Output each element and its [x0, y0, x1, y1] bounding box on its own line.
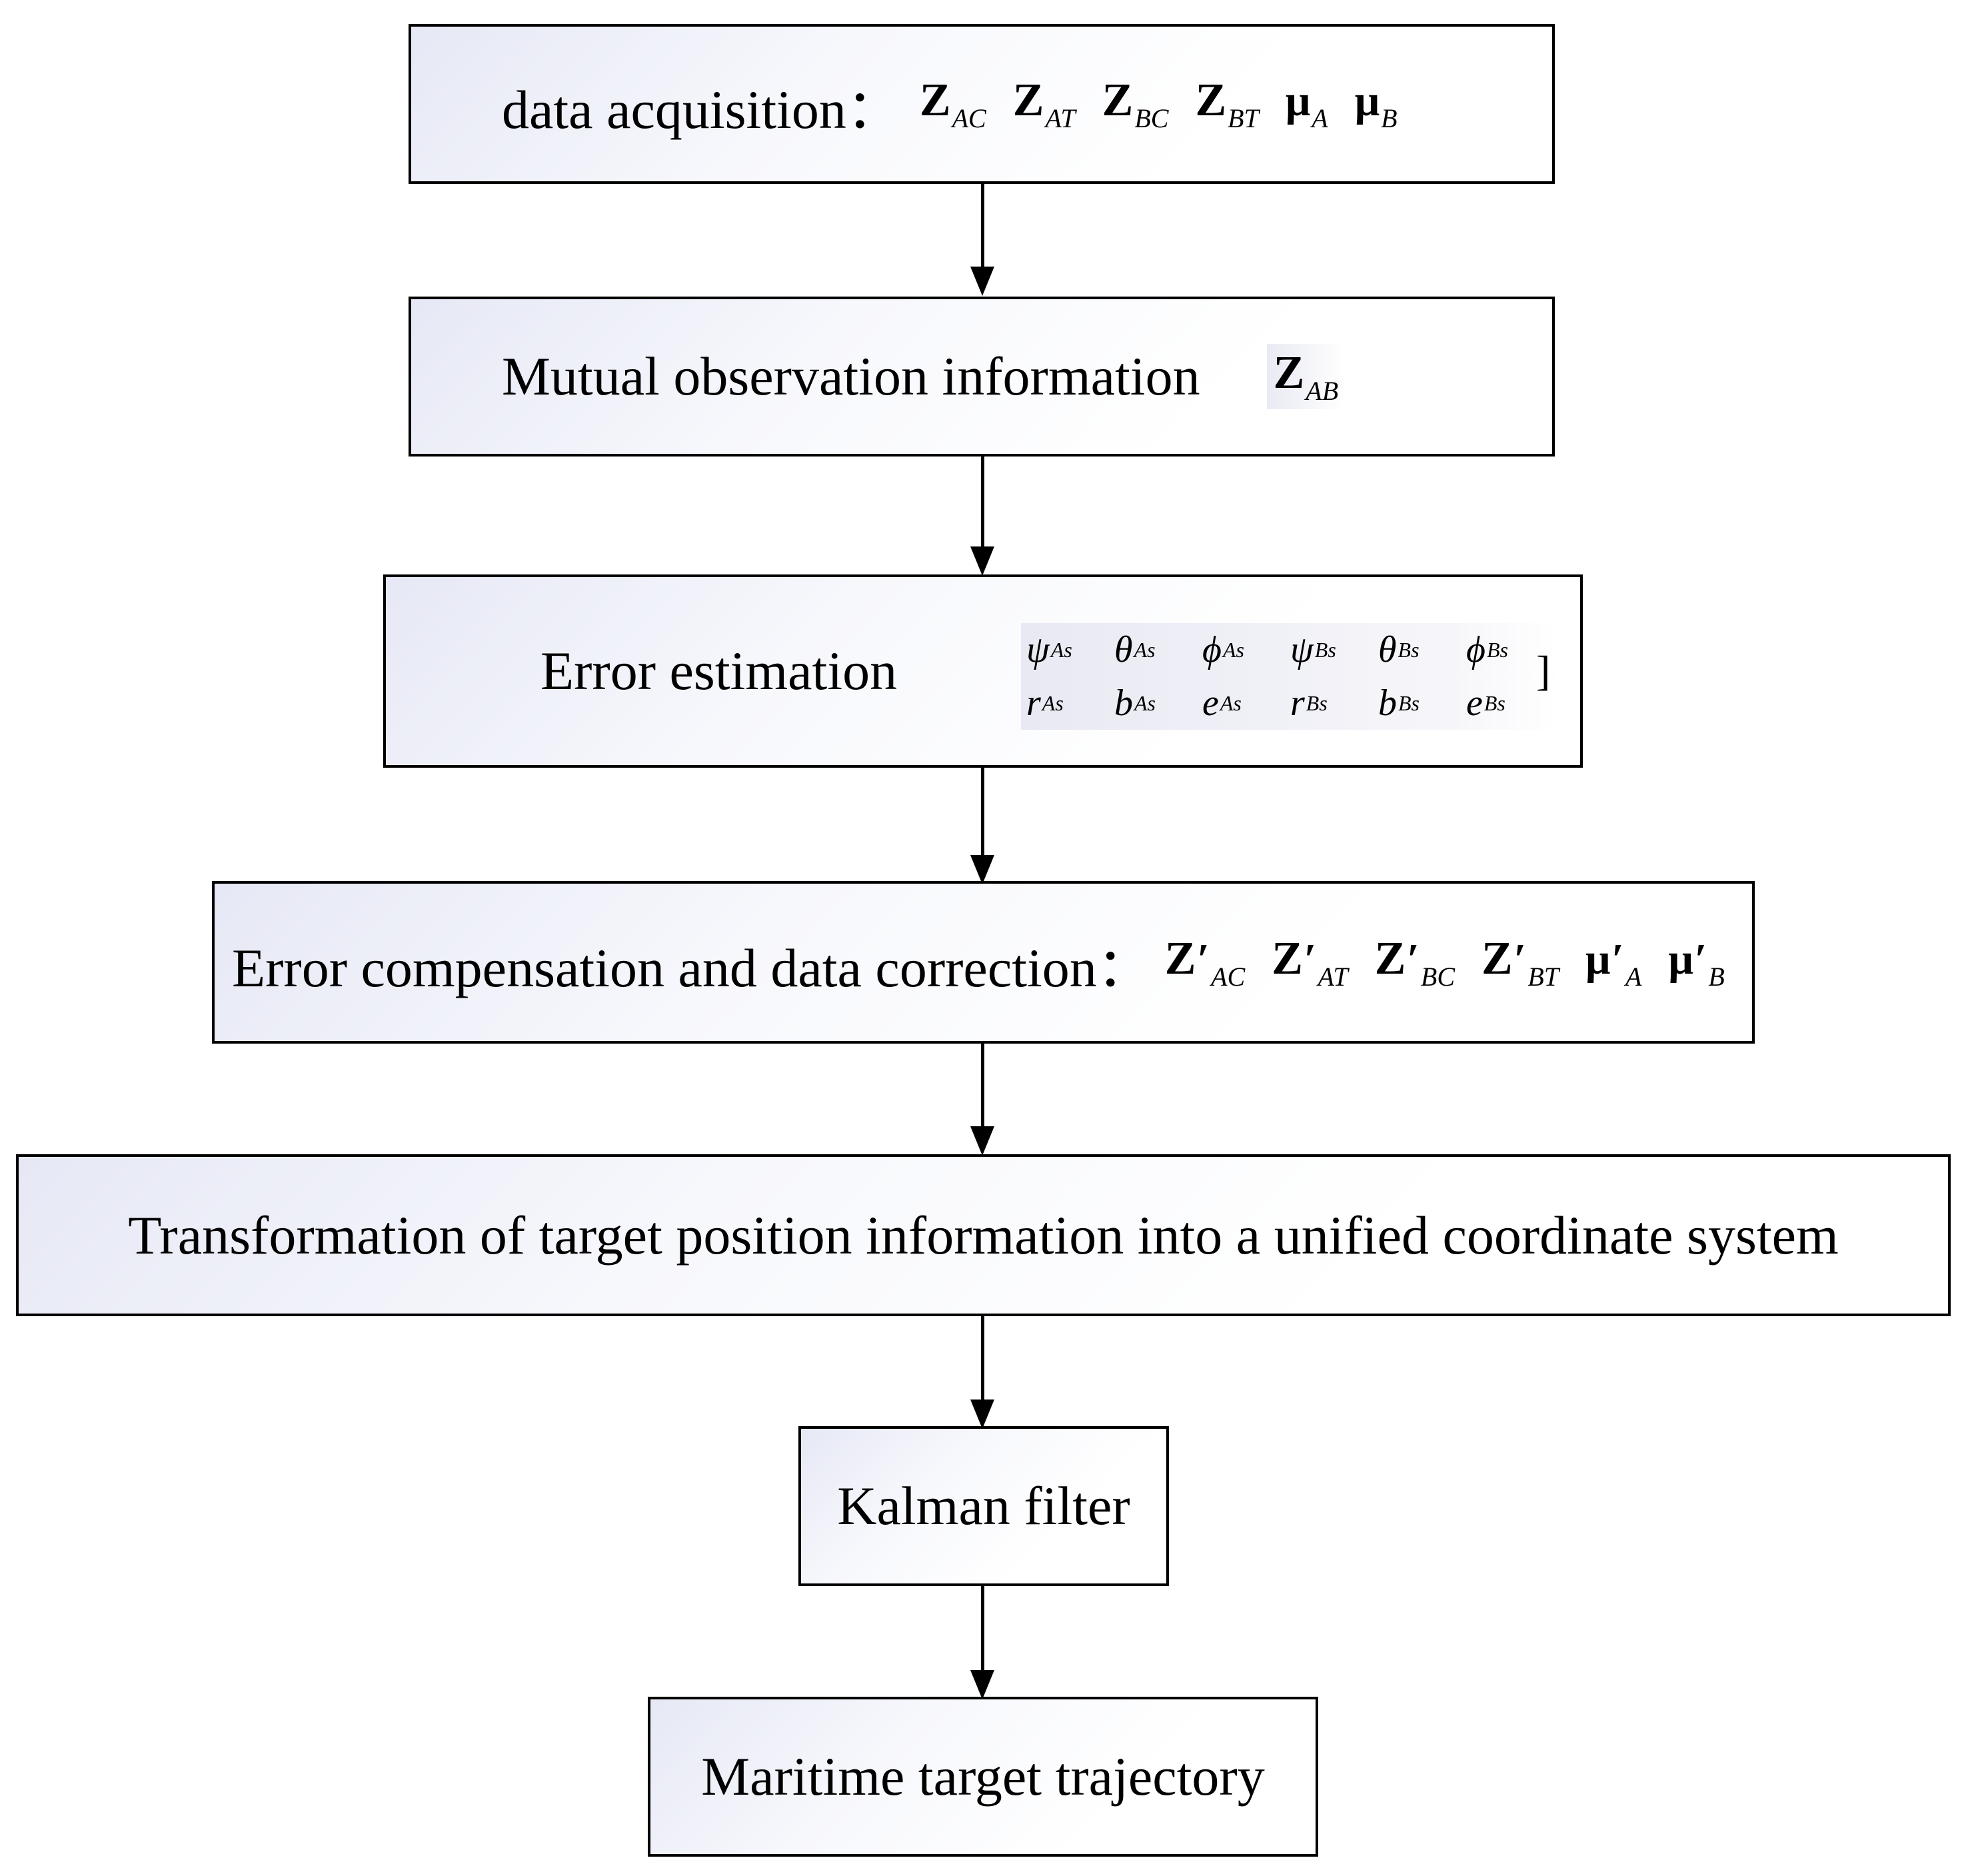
- arrow-2-head: [970, 546, 994, 576]
- node-transformation: Transformation of target position inform…: [16, 1154, 1951, 1316]
- arrow-5-line: [981, 1316, 984, 1401]
- symbol-z-ac: ZAC: [919, 75, 986, 133]
- arrow-3-head: [970, 855, 994, 884]
- node-error-compensation: Error compensation and data correction： …: [212, 881, 1755, 1044]
- arrow-3-line: [981, 768, 984, 856]
- node-data-acquisition-label: data acquisition：: [502, 79, 901, 140]
- node-error-compensation-label: Error compensation and data correction：: [232, 937, 1152, 998]
- matrix-close-bracket: ]: [1536, 647, 1551, 694]
- symbol-z-bc: ZBC: [1102, 75, 1169, 133]
- symbol-z-prime-bc: Z′BC: [1374, 933, 1456, 992]
- symbol-mu-prime-a: μ′A: [1585, 935, 1642, 992]
- arrow-5-head: [970, 1400, 994, 1429]
- symbol-mu-b: μB: [1354, 77, 1398, 133]
- arrow-6-head: [970, 1670, 994, 1699]
- node-transformation-label: Transformation of target position inform…: [128, 1204, 1839, 1266]
- symbol-z-prime-ac: Z′AC: [1164, 933, 1246, 992]
- error-compensation-symbols: Z′AC Z′AT Z′BC Z′BT μ′A μ′B: [1165, 932, 1749, 992]
- arrow-6-line: [981, 1586, 984, 1671]
- node-error-estimation-label: Error estimation: [540, 640, 898, 701]
- arrow-4-head: [970, 1126, 994, 1156]
- node-maritime-trajectory: Maritime target trajectory: [648, 1697, 1318, 1857]
- node-kalman-filter-label: Kalman filter: [837, 1475, 1130, 1536]
- symbol-z-at: ZAT: [1012, 75, 1076, 133]
- arrow-1-head: [970, 267, 994, 296]
- symbol-z-prime-at: Z′AT: [1272, 933, 1348, 992]
- symbol-z-ab: ZAB: [1266, 344, 1346, 409]
- arrow-2-line: [981, 457, 984, 547]
- symbol-z-prime-bt: Z′BT: [1481, 933, 1559, 992]
- node-data-acquisition: data acquisition： ZAC ZAT ZBC ZBT μA μB: [409, 24, 1555, 184]
- node-kalman-filter: Kalman filter: [798, 1426, 1169, 1586]
- node-mutual-observation-label: Mutual observation information: [502, 346, 1200, 407]
- arrow-1-line: [981, 184, 984, 267]
- symbol-mu-a: μA: [1285, 77, 1328, 133]
- arrow-4-line: [981, 1044, 984, 1128]
- node-mutual-observation: Mutual observation information ZAB: [409, 297, 1555, 457]
- symbol-z-bt: ZBT: [1195, 75, 1259, 133]
- data-acquisition-symbols: ZAC ZAT ZBC ZBT μA μB: [920, 74, 1422, 134]
- symbol-mu-prime-b: μ′B: [1668, 935, 1725, 992]
- node-maritime-trajectory-label: Maritime target trajectory: [701, 1746, 1265, 1807]
